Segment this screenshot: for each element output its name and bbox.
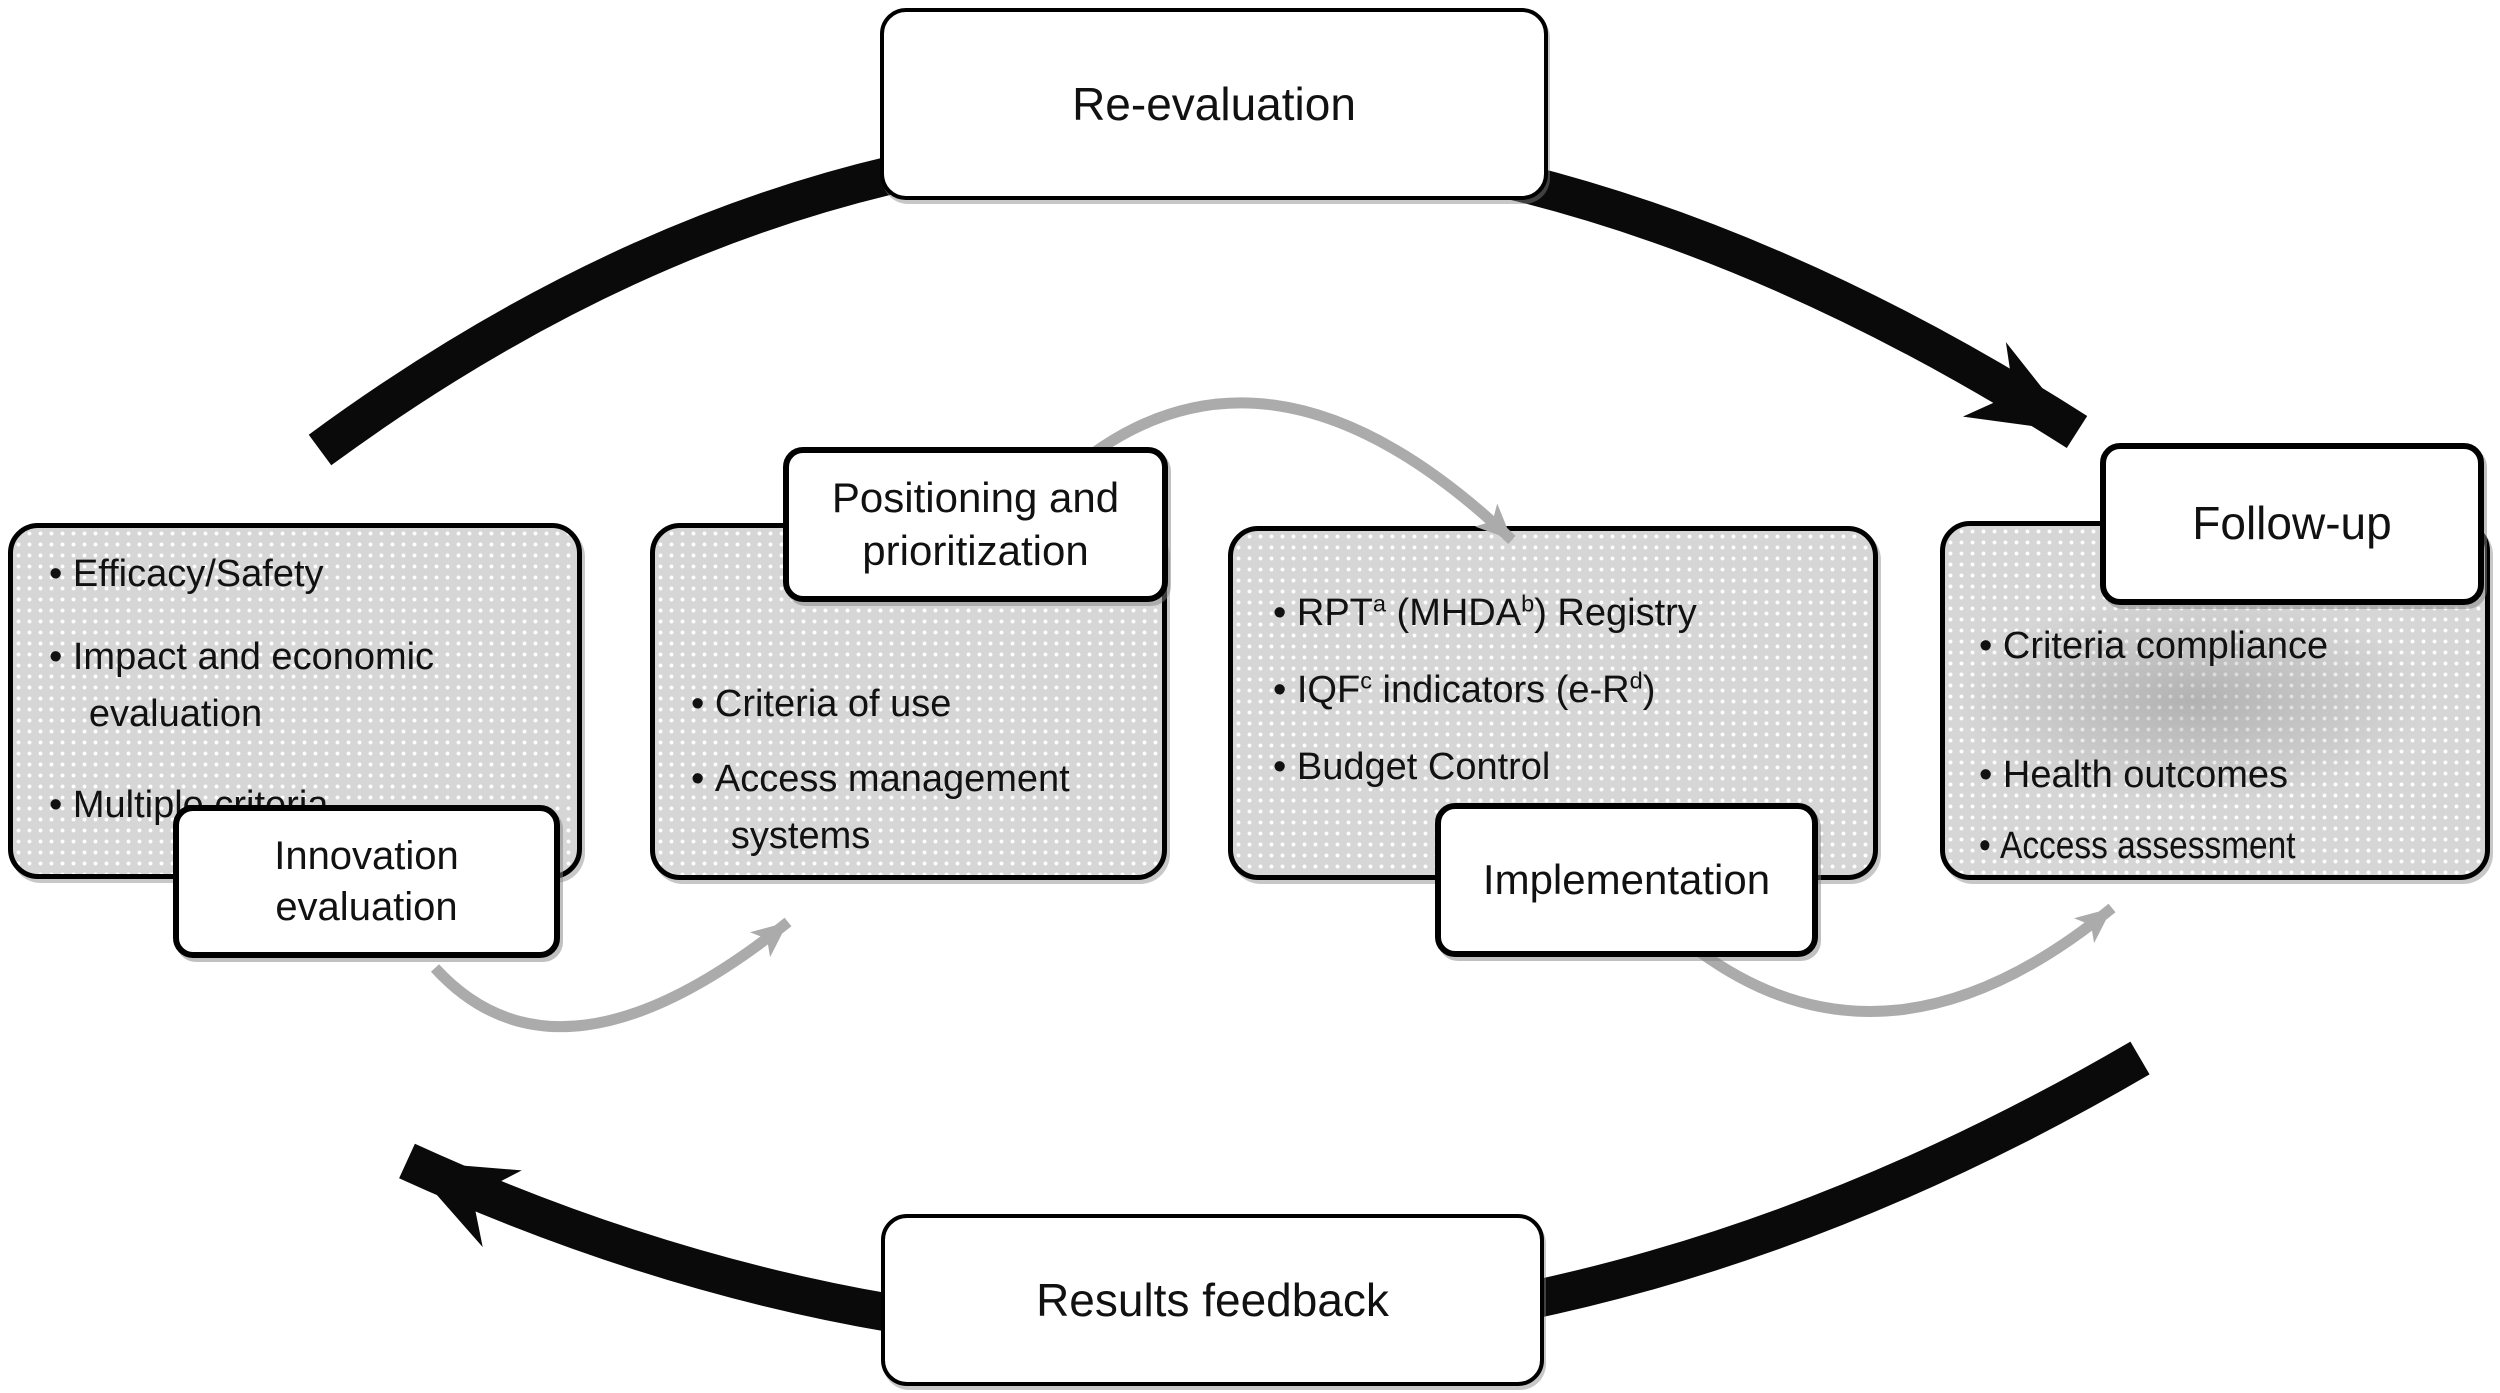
stage-label-line: Innovation — [274, 834, 459, 879]
bullet-item: • Health outcomes — [1979, 754, 2289, 796]
bullet-item: • Access assessment — [1979, 825, 2296, 867]
banner-label: Results feedback — [1036, 1274, 1389, 1326]
bullet-marker: • — [1979, 825, 2001, 867]
bullet-marker: • — [1979, 625, 2003, 667]
bullet-item: • IQFc indicators (e-Rd) — [1273, 667, 1656, 711]
bullet-list-positioning: • Criteria of use • Access management sys… — [655, 528, 1162, 865]
banner-label: Re-evaluation — [1072, 78, 1356, 130]
bullet-item: • RPTa (MHDAb) Registry — [1273, 590, 1697, 634]
stage-label-implementation: Implementation — [1435, 803, 1818, 957]
stage-label-positioning-prioritization: Positioning and prioritization — [783, 447, 1168, 602]
bullet-marker: • — [691, 758, 715, 800]
bullet-list-follow-up: • Criteria compliance • Health outcomes • … — [1945, 526, 2485, 875]
flow-arrowhead-innovation-to-positioning-icon — [749, 922, 788, 958]
stage-label-follow-up: Follow-up — [2100, 443, 2484, 605]
stage-label-innovation-evaluation: Innovation evaluation — [173, 805, 560, 958]
bullet-item: • Criteria compliance — [1979, 625, 2329, 667]
stage-label-line: Positioning and — [831, 473, 1120, 521]
bullet-item: • Access management systems — [691, 758, 1070, 857]
bullet-list-innovation: • Efficacy/Safety • Impact and economic e… — [13, 528, 577, 834]
stage-label-line: evaluation — [275, 884, 458, 929]
bullet-item: • Impact and economic evaluation — [49, 636, 435, 735]
bullet-marker: • — [49, 636, 73, 678]
bullet-item: • Criteria of use — [691, 683, 952, 725]
bullet-list-implementation: • RPTa (MHDAb) Registry • IQFc indicators… — [1233, 531, 1873, 796]
bullet-item: • Budget Control — [1273, 746, 1551, 788]
bullet-item: • Efficacy/Safety — [49, 553, 324, 595]
bullet-marker: • — [691, 683, 715, 725]
bullet-marker: • — [49, 784, 73, 826]
stage-label-line: Implementation — [1482, 855, 1771, 903]
re-evaluation-arrowhead-icon — [1962, 342, 2077, 432]
flow-arrowhead-implementation-to-followup-icon — [2073, 908, 2112, 944]
bullet-marker: • — [1273, 592, 1297, 634]
banner-results-feedback: Results feedback — [881, 1214, 1544, 1386]
stage-label-line: prioritization — [862, 526, 1089, 574]
results-feedback-arrowhead-icon — [407, 1161, 522, 1248]
bullet-marker: • — [1273, 669, 1297, 711]
stage-label-line: Follow-up — [2192, 497, 2392, 550]
bullet-marker: • — [49, 553, 73, 595]
bullet-marker: • — [1979, 754, 2003, 796]
banner-re-evaluation: Re-evaluation — [880, 8, 1548, 200]
bullet-marker: • — [1273, 746, 1297, 788]
